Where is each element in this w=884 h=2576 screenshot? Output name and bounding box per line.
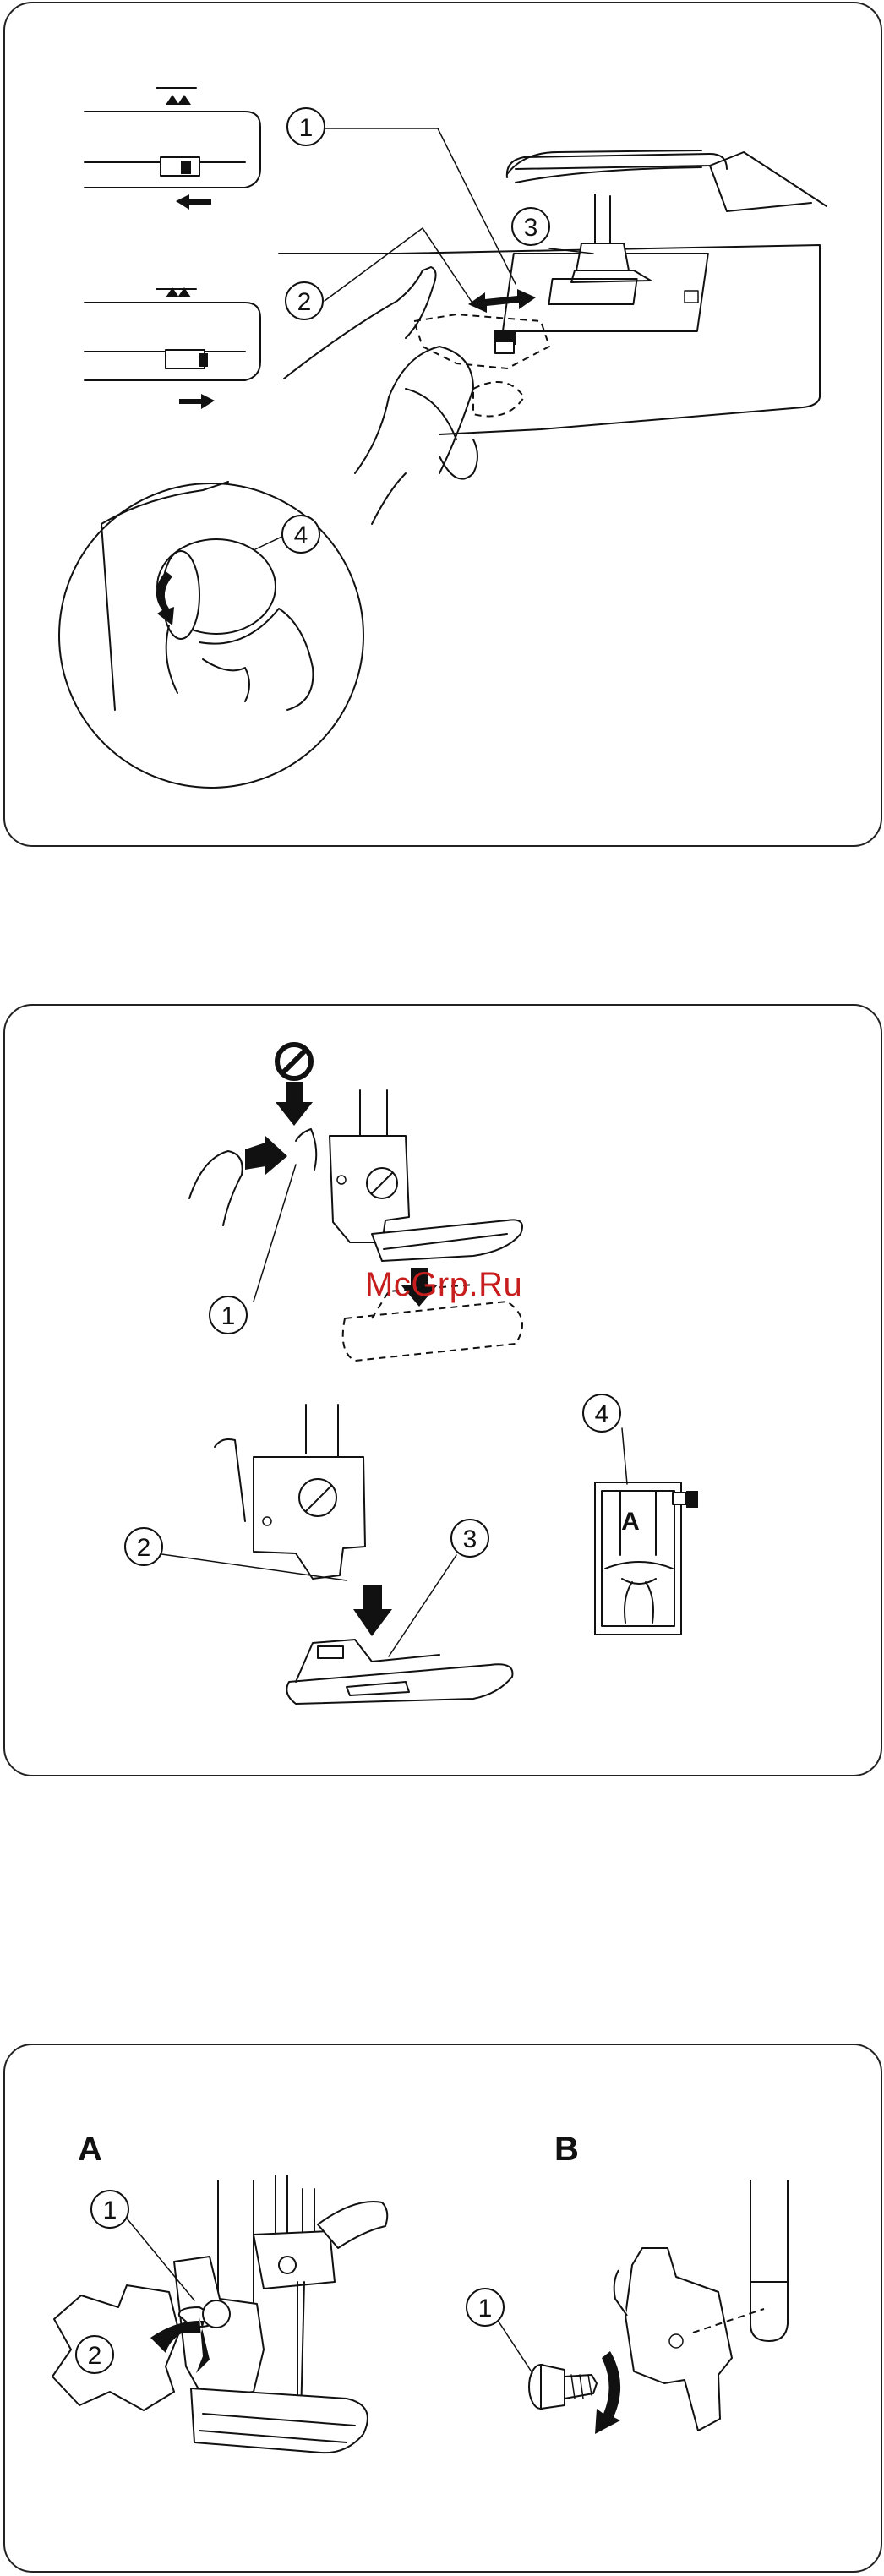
sewing-machine-bed <box>279 128 827 524</box>
svg-text:3: 3 <box>524 214 538 242</box>
callout-1: 1 <box>287 108 325 145</box>
lever-diagram-down <box>85 287 260 409</box>
knob-inset: 4 <box>59 482 363 788</box>
figure-panel-presser-foot <box>3 1004 882 1776</box>
svg-text:1: 1 <box>299 114 314 142</box>
watermark-text: McGrp.Ru <box>365 1266 522 1304</box>
callout-4: 4 <box>294 521 308 549</box>
figure-panel-foot-holder <box>3 2044 882 2573</box>
lever-diagram-up <box>85 88 260 210</box>
callout-2: 2 <box>286 282 323 319</box>
svg-text:2: 2 <box>297 288 312 316</box>
callout-3: 3 <box>512 208 549 245</box>
